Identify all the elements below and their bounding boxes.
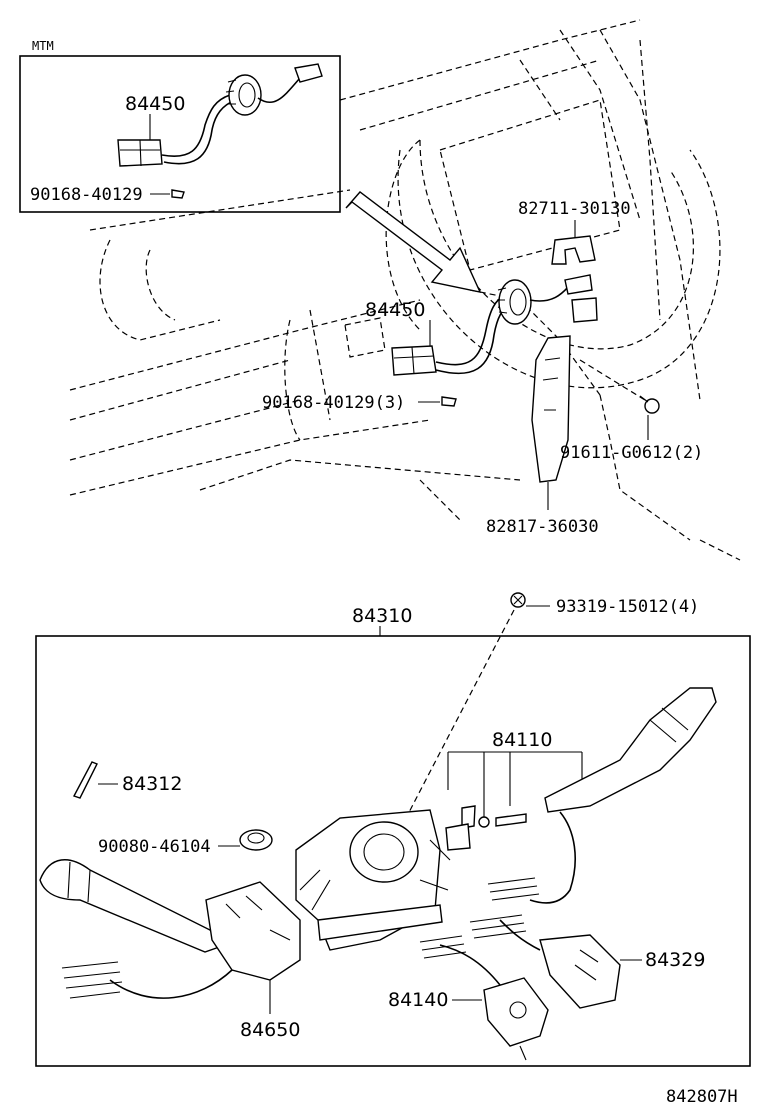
inset-round-connector	[225, 74, 262, 116]
turn-switch	[205, 881, 301, 981]
inset-part-label: 84450	[125, 93, 185, 115]
switch-screw-label: 93319-15012(4)	[556, 597, 699, 617]
pin	[72, 761, 98, 799]
sub-switch-label: 84140	[388, 989, 448, 1011]
harness-connector	[391, 345, 437, 376]
bolt	[639, 395, 660, 414]
inset-title: MTM	[32, 39, 54, 53]
relay	[539, 934, 621, 1009]
turn-signal-lever	[39, 859, 224, 953]
switch-screw	[510, 592, 526, 608]
wiper-switch-label: 84110	[492, 729, 552, 751]
turn-switch-label: 84650	[240, 1019, 300, 1041]
combination-switch-body	[295, 809, 451, 951]
inset-mtm: MTM 84450 90168-40129	[19, 39, 341, 213]
bracket-label: 82817-36030	[486, 517, 599, 537]
clamp-label: 90080-46104	[98, 837, 211, 857]
switch-assembly-label: 84310	[352, 605, 412, 627]
inset-connector	[117, 139, 163, 167]
dashboard-outline	[69, 19, 741, 561]
relay-label: 84329	[645, 949, 705, 971]
retainer-clip	[551, 235, 596, 265]
direction-arrow	[345, 191, 482, 293]
clamp	[239, 829, 273, 851]
harness-label: 84450	[365, 299, 425, 321]
inset-screw-label: 90168-40129	[30, 185, 143, 205]
switch-assembly-box	[35, 635, 751, 1067]
retainer-label: 82711-30130	[518, 199, 631, 219]
round-connector	[497, 279, 532, 325]
sub-switch	[483, 977, 549, 1061]
screw-set-label: 90168-40129(3)	[262, 393, 405, 413]
bolt-set-label: 91611-G0612(2)	[560, 443, 703, 463]
diagram-code: 842807H	[666, 1087, 738, 1107]
bracket	[531, 335, 571, 483]
wiper-lever	[529, 687, 717, 904]
pin-label: 84312	[122, 773, 182, 795]
